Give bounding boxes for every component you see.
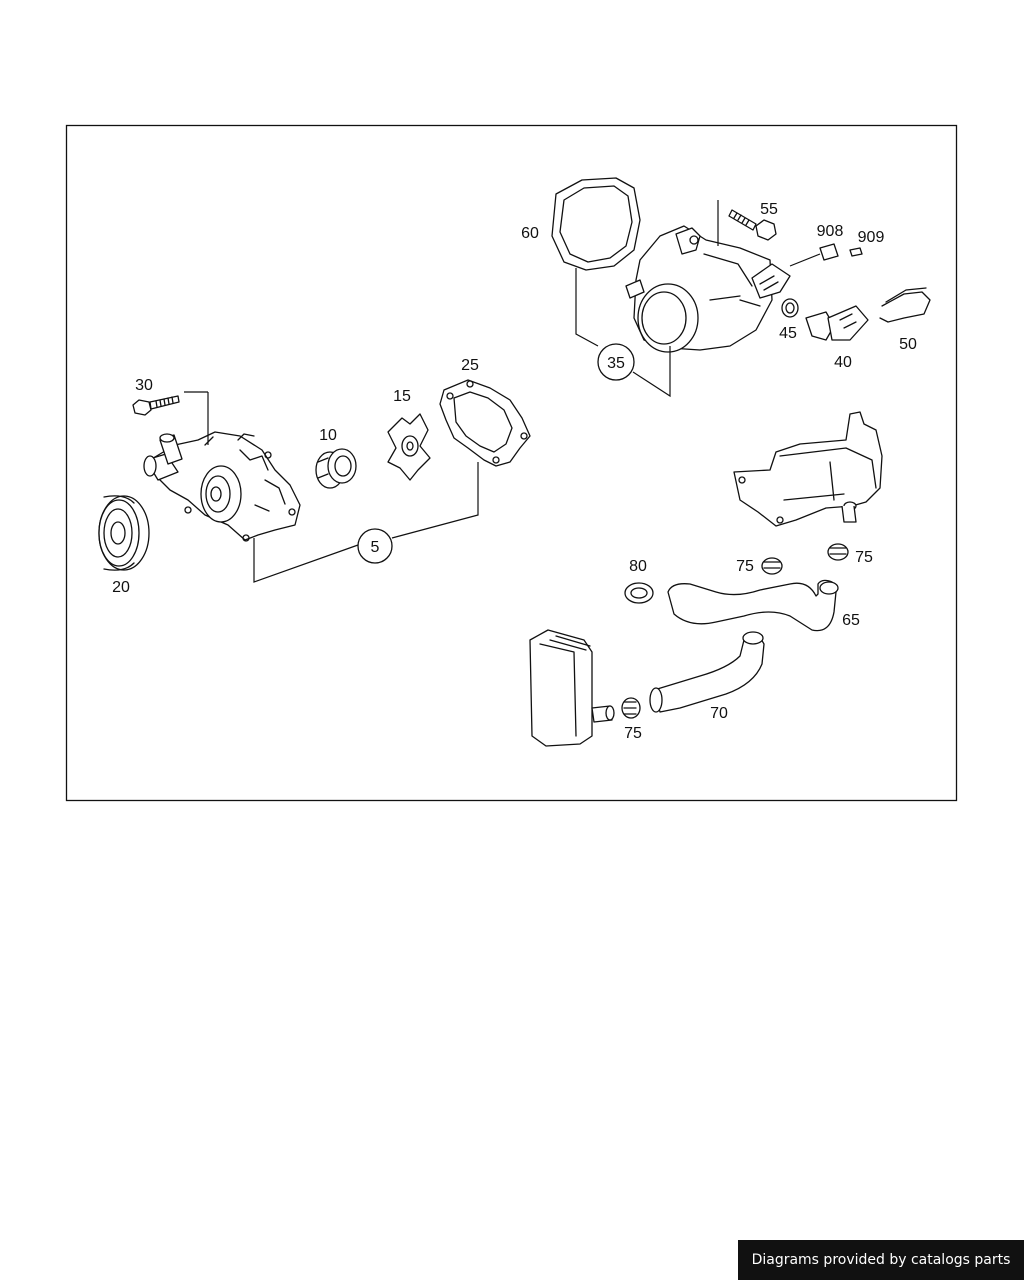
sensor-plug <box>751 263 791 299</box>
gasket-60 <box>551 177 641 271</box>
clamp-75-upper-left <box>761 557 783 575</box>
impeller-15 <box>387 413 431 481</box>
callout-35-number: 35 <box>607 355 625 372</box>
water-pump-housing <box>143 431 301 542</box>
part-label-10: 10 <box>319 427 337 444</box>
part-label-30: 30 <box>135 377 153 394</box>
bolt-55 <box>728 209 777 241</box>
hose-65 <box>667 579 839 632</box>
footer-credit: Diagrams provided by catalogs parts <box>738 1240 1024 1280</box>
thermostat-housing <box>625 225 773 353</box>
clip-50 <box>879 287 931 323</box>
part-label-40: 40 <box>834 354 852 371</box>
part-label-75-c: 75 <box>624 725 642 742</box>
egr-cooler <box>733 411 883 527</box>
callout-35-leaders <box>575 200 719 398</box>
part-label-15: 15 <box>393 388 411 405</box>
part-label-909: 909 <box>858 229 885 246</box>
diagram-frame <box>65 124 958 802</box>
part-label-75-a: 75 <box>736 558 754 575</box>
callout-5-number: 5 <box>371 539 380 556</box>
part-label-70: 70 <box>710 705 728 722</box>
sensor-40 <box>805 305 869 341</box>
callout-5-circle <box>357 528 393 564</box>
hose-70 <box>649 631 765 713</box>
footer-credit-text: Diagrams provided by catalogs parts <box>751 1252 1011 1268</box>
part-label-20: 20 <box>112 579 130 596</box>
bolt-30 <box>132 395 180 416</box>
part-label-65: 65 <box>842 612 860 629</box>
part-label-25: 25 <box>461 357 479 374</box>
clamp-75-lower <box>621 697 641 719</box>
part-label-60: 60 <box>521 225 539 242</box>
pulley-20 <box>98 495 150 571</box>
clamp-80 <box>624 582 654 604</box>
part-label-75-b: 75 <box>855 549 873 566</box>
oring-45 <box>781 298 799 318</box>
part-909 <box>849 247 863 257</box>
part-label-908: 908 <box>817 223 844 240</box>
part-label-50: 50 <box>899 336 917 353</box>
callout-5-leaders <box>184 391 479 583</box>
clamp-75-upper-right <box>827 543 849 561</box>
callout-35-circle <box>597 343 635 381</box>
part-label-80: 80 <box>629 558 647 575</box>
part-908 <box>789 243 839 267</box>
gasket-25 <box>439 379 531 467</box>
seal-10 <box>315 448 357 489</box>
oil-cooler <box>529 629 615 747</box>
part-label-45: 45 <box>779 325 797 342</box>
part-label-55: 55 <box>760 201 778 218</box>
